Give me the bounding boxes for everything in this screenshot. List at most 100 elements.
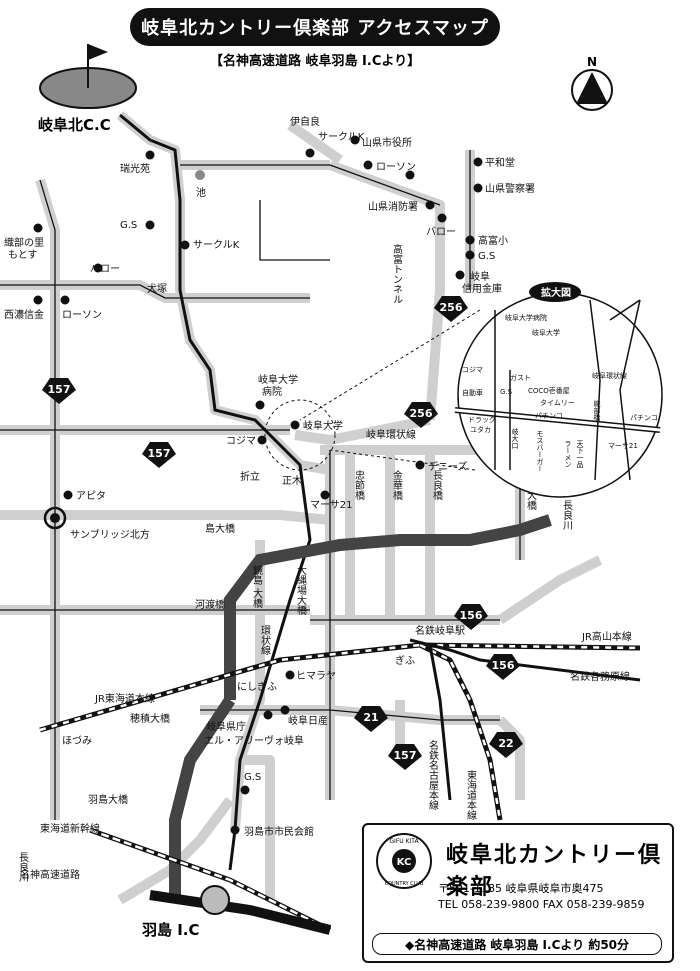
svg-text:パチンコ: パチンコ: [535, 412, 563, 420]
svg-text:サンブリッジ北方: サンブリッジ北方: [70, 528, 150, 541]
svg-text:N: N: [587, 55, 597, 69]
club-address: 〒501-1185 岐阜県岐阜市奥475 TEL 058-239-9800 FA…: [438, 881, 645, 913]
svg-text:名鉄各務原線: 名鉄各務原線: [570, 670, 630, 683]
svg-text:名神高速道路: 名神高速道路: [20, 868, 80, 881]
svg-text:岐阜大学: 岐阜大学: [532, 328, 560, 337]
svg-text:サークルK: サークルK: [193, 239, 240, 251]
svg-text:マーサ21: マーサ21: [608, 442, 638, 450]
svg-text:忠節橋: 忠節橋: [353, 470, 365, 501]
svg-text:ローソン: ローソン: [376, 162, 416, 173]
svg-text:岐大口: 岐大口: [511, 427, 519, 449]
svg-text:織部橋: 織部橋: [593, 399, 601, 422]
hashima-ic-label: 羽島 I.C: [142, 921, 200, 939]
club-label: 岐阜北C.C: [38, 116, 111, 134]
phone-line: TEL 058-239-9800 FAX 058-239-9859: [438, 898, 645, 911]
route-157-badge: 157: [42, 378, 76, 404]
svg-text:山県警察署: 山県警察署: [485, 182, 535, 195]
svg-text:G.S: G.S: [500, 388, 513, 396]
svg-text:サークルK: サークルK: [318, 131, 365, 143]
svg-text:COUNTRY CLUB: COUNTRY CLUB: [385, 881, 424, 887]
svg-text:エル・アリーヴォ岐阜: エル・アリーヴォ岐阜: [204, 734, 304, 747]
svg-text:ほづみ: ほづみ: [62, 735, 92, 747]
address-line: 〒501-1185 岐阜県岐阜市奥475: [438, 882, 604, 895]
route-256-badge-2: 256: [404, 402, 438, 428]
svg-text:ぎふ: ぎふ: [395, 654, 415, 667]
svg-text:穂積大橋: 穂積大橋: [130, 712, 170, 725]
route-157-badge-3: 157: [388, 744, 422, 770]
svg-text:岐阜大学: 岐阜大学: [303, 419, 343, 432]
svg-text:256: 256: [440, 301, 463, 314]
svg-text:長良川: 長良川: [17, 852, 29, 882]
svg-text:金華橋: 金華橋: [391, 469, 403, 501]
svg-text:岐阜大学病院: 岐阜大学病院: [505, 313, 547, 322]
svg-text:G.S: G.S: [120, 220, 137, 231]
svg-text:高富トンネル: 高富トンネル: [391, 243, 403, 304]
svg-text:COCO壱番屋: COCO壱番屋: [528, 386, 570, 395]
svg-text:にしぎふ: にしぎふ: [237, 680, 277, 693]
recommended-route: [119, 113, 312, 871]
svg-text:高富小: 高富小: [478, 234, 508, 247]
svg-text:コジマ: コジマ: [462, 366, 483, 374]
route-157-badge-2: 157: [142, 442, 176, 468]
route-badges: 256 256 157 157 157 156 156 21 22: [42, 296, 523, 770]
svg-text:島大橋: 島大橋: [205, 522, 235, 535]
svg-text:ヒマラヤ: ヒマラヤ: [296, 670, 336, 682]
hashima-ic-icon: [200, 885, 230, 915]
route-21-badge: 21: [354, 706, 388, 732]
svg-text:羽島市市民会館: 羽島市市民会館: [244, 825, 314, 838]
svg-text:デニーズ: デニーズ: [428, 460, 468, 473]
svg-text:157: 157: [394, 749, 417, 762]
svg-text:長良川: 長良川: [561, 500, 573, 530]
route-156-badge-2: 156: [486, 654, 520, 680]
svg-text:もとす: もとす: [8, 249, 38, 261]
svg-text:岐阜県庁: 岐阜県庁: [206, 720, 246, 733]
svg-text:バロー: バロー: [90, 263, 120, 275]
svg-text:岐阜: 岐阜: [470, 270, 490, 283]
svg-text:岐阜環状線: 岐阜環状線: [592, 371, 627, 380]
svg-text:東海道新幹線: 東海道新幹線: [40, 822, 100, 835]
svg-text:GIFU KITA: GIFU KITA: [389, 838, 419, 845]
inset-map: 拡大図 岐阜大学病院 岐阜大学 コジマ ガスト G.S COCO壱番屋 タイムリ…: [264, 282, 663, 498]
golf-course-icon: [39, 44, 137, 109]
svg-text:マーサ21: マーサ21: [310, 499, 353, 511]
meishin-expressway: [149, 890, 332, 935]
map-title: 岐阜北カントリー倶楽部 アクセスマップ: [130, 8, 500, 46]
svg-text:鏡島 大橋: 鏡島 大橋: [251, 564, 263, 609]
svg-text:東海道本線: 東海道本線: [465, 769, 477, 820]
sunbridge-icon: [43, 506, 67, 530]
club-info-box: KC GIFU KITA COUNTRY CLUB 岐阜北カントリー倶楽部 〒5…: [362, 823, 674, 963]
svg-text:G.S: G.S: [244, 772, 261, 783]
svg-text:西濃信金: 西濃信金: [4, 308, 44, 321]
route-256-badge: 256: [434, 296, 468, 322]
svg-text:犬塚: 犬塚: [147, 282, 167, 295]
svg-text:環状線: 環状線: [259, 625, 271, 655]
svg-text:天下一品: 天下一品: [576, 440, 584, 469]
svg-text:大縄場大橋: 大縄場大橋: [295, 564, 307, 616]
svg-text:G.S: G.S: [478, 251, 495, 262]
svg-text:ユタカ: ユタカ: [470, 425, 491, 434]
svg-text:拡大図: 拡大図: [541, 286, 571, 299]
svg-text:バロー: バロー: [426, 226, 456, 238]
svg-text:ラーメン: ラーメン: [564, 440, 572, 468]
svg-text:岐阜日産: 岐阜日産: [288, 714, 328, 727]
svg-text:ローソン: ローソン: [62, 310, 102, 321]
svg-text:池: 池: [196, 186, 206, 199]
svg-text:JR東海道本線: JR東海道本線: [94, 692, 155, 705]
route-note: 【名神高速道路 岐阜羽島 I.Cより】: [210, 54, 421, 69]
svg-text:正木: 正木: [282, 475, 302, 487]
travel-time: ◆名神高速道路 岐阜羽島 I.Cより 約50分: [372, 933, 662, 955]
svg-text:22: 22: [498, 737, 513, 750]
svg-text:山県消防署: 山県消防署: [368, 200, 418, 213]
compass-icon: N: [571, 55, 613, 111]
svg-text:名鉄岐阜駅: 名鉄岐阜駅: [415, 624, 465, 637]
svg-text:伊自良: 伊自良: [290, 115, 320, 128]
svg-text:名鉄名古屋本線: 名鉄名古屋本線: [427, 739, 439, 810]
svg-text:JR高山本線: JR高山本線: [581, 630, 632, 643]
svg-text:自動車: 自動車: [462, 388, 483, 397]
nagara-river: [224, 514, 552, 700]
svg-text:パチンコ: パチンコ: [630, 414, 658, 422]
svg-text:折立: 折立: [240, 470, 260, 483]
